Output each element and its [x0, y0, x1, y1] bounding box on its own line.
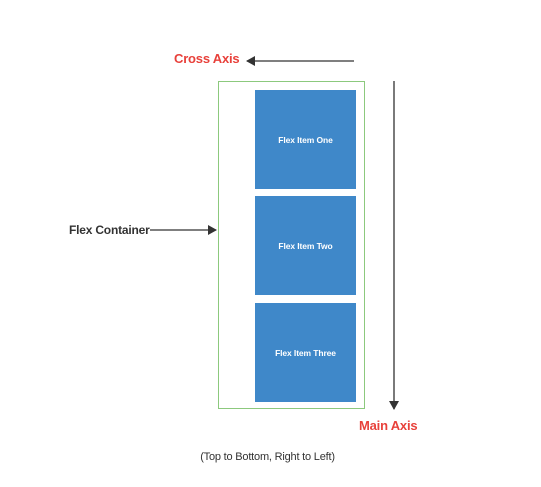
flex-item-one: Flex Item One [255, 90, 356, 189]
flex-item-three-label: Flex Item Three [275, 347, 336, 358]
main-axis-label: Main Axis [359, 418, 418, 433]
flex-container-label: Flex Container [69, 223, 150, 237]
flex-item-two-label: Flex Item Two [278, 240, 333, 251]
flex-item-three: Flex Item Three [255, 303, 356, 402]
flex-container-box [218, 81, 365, 409]
flex-item-one-label: Flex Item One [278, 134, 333, 145]
cross-axis-label: Cross Axis [174, 51, 240, 66]
diagram-caption: (Top to Bottom, Right to Left) [200, 451, 335, 463]
flex-item-two: Flex Item Two [255, 196, 356, 295]
